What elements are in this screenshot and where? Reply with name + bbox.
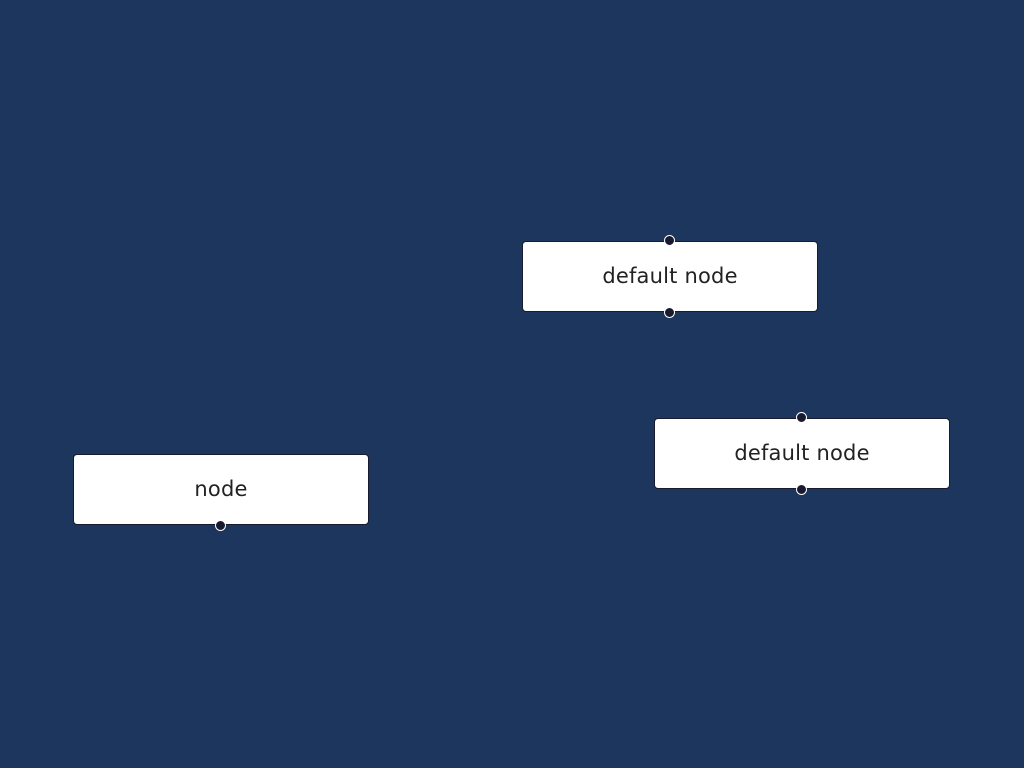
- node-label: node: [194, 477, 248, 501]
- input-node[interactable]: node: [73, 454, 369, 531]
- default-node[interactable]: default node: [522, 235, 818, 318]
- node-label: default node: [602, 264, 738, 288]
- node-label: default node: [734, 441, 870, 465]
- source-handle[interactable]: [215, 520, 226, 531]
- target-handle[interactable]: [664, 235, 675, 246]
- source-handle[interactable]: [796, 484, 807, 495]
- default-node[interactable]: default node: [654, 412, 950, 495]
- target-handle[interactable]: [796, 412, 807, 423]
- source-handle[interactable]: [664, 307, 675, 318]
